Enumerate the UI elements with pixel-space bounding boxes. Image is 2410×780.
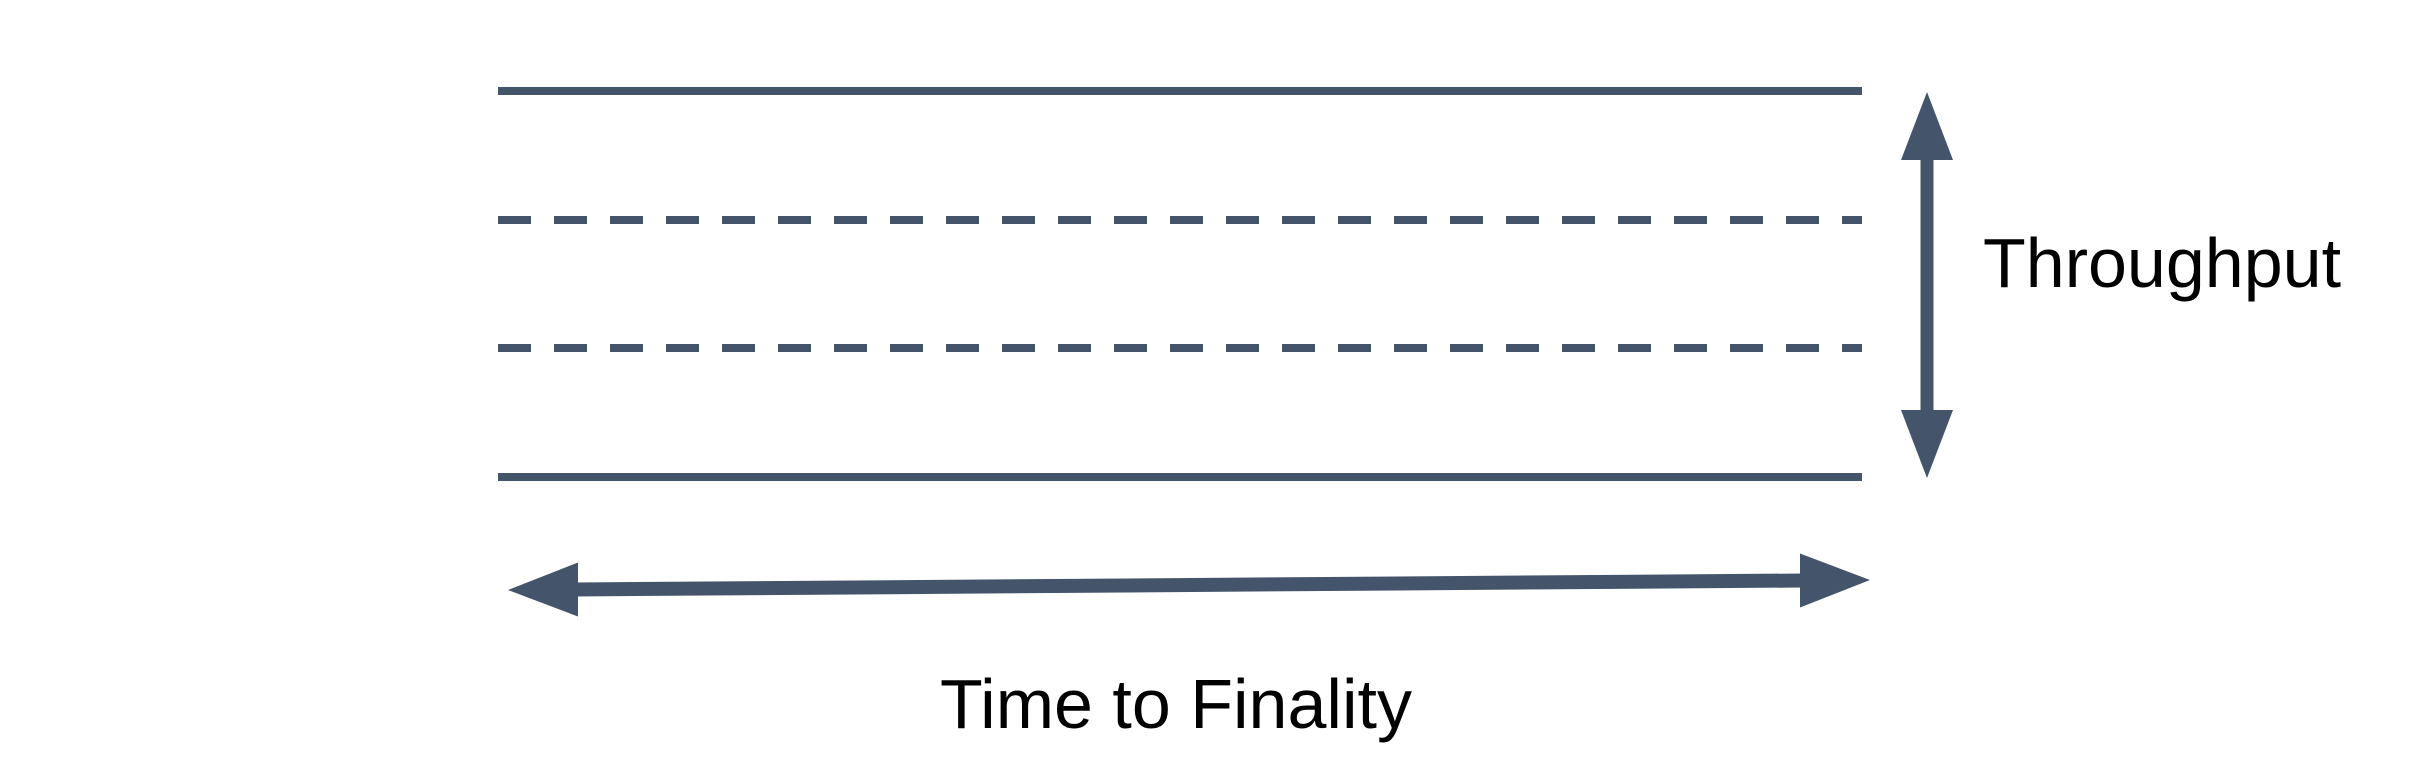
time-to-finality-label: Time to Finality [940,665,1412,743]
throughput-arrow-up-head-icon [1901,92,1953,160]
throughput-label: Throughput [1983,224,2342,302]
throughput-arrow [1901,92,1953,478]
time-to-finality-arrow-shaft [573,573,1805,597]
time-to-finality-arrow-right-head-icon [1800,553,1870,608]
time-to-finality-arrow [508,553,1870,617]
time-to-finality-arrow-left-head-icon [508,562,578,617]
throughput-arrow-down-head-icon [1901,410,1953,478]
